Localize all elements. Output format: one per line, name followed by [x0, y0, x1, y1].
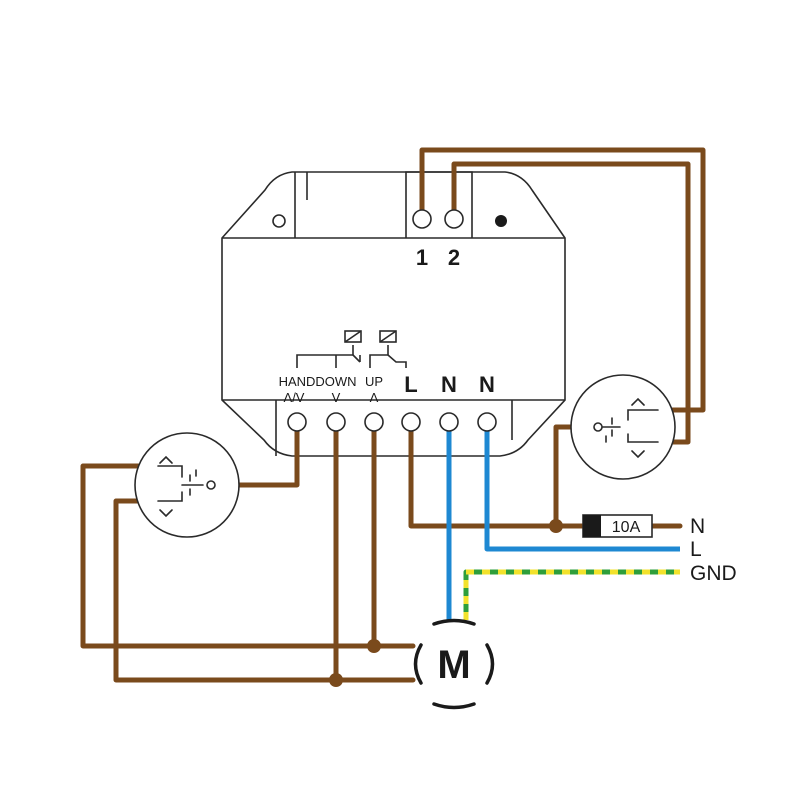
earth-wire [463, 569, 680, 620]
terminal-up-label: UP [365, 374, 383, 389]
arrow-up-icon [159, 455, 173, 464]
screw-down [326, 412, 346, 432]
screw-terminal-2 [444, 209, 464, 229]
terminal-screws [287, 209, 497, 432]
terminal-n1-label: N [441, 372, 457, 397]
terminal-n2-label: N [479, 372, 495, 397]
indicator-circle [272, 214, 286, 228]
supply-l-label: L [690, 538, 702, 561]
supply-gnd-label: GND [690, 562, 737, 585]
screw-terminal-1 [412, 209, 432, 229]
terminal-up-sub: Λ [370, 390, 379, 405]
switch-pivot [593, 422, 603, 432]
right-rocker-switch [570, 374, 676, 480]
arrow-down-icon [631, 450, 645, 459]
motor-symbol [413, 618, 495, 710]
blue-wires [446, 422, 680, 620]
top-terminal-1-label: 1 [416, 245, 428, 270]
terminal-hand-label: HAND [279, 374, 316, 389]
screw-l [401, 412, 421, 432]
arrow-down-icon [159, 509, 173, 518]
screw-hand [287, 412, 307, 432]
terminal-down-label: DOWN [315, 374, 356, 389]
left-rocker-switch [134, 432, 240, 538]
switch-pivot [206, 480, 216, 490]
supply-n-label: N [690, 515, 705, 538]
screw-n1 [439, 412, 459, 432]
junction-dot [367, 639, 381, 653]
screw-up [364, 412, 384, 432]
arrow-up-icon [631, 397, 645, 406]
top-terminal-2-label: 2 [448, 245, 460, 270]
terminal-hand-sub: Λ/V [284, 390, 305, 405]
fuse [582, 514, 653, 538]
motor-label: M [437, 643, 470, 687]
junction-dot [549, 519, 563, 533]
indicator-dot [495, 215, 507, 227]
junctions [329, 519, 563, 687]
relay-module [221, 171, 566, 457]
terminal-l-label: L [404, 372, 417, 397]
fuse-rating-label: 10A [612, 519, 641, 536]
junction-dot [329, 673, 343, 687]
screw-n2 [477, 412, 497, 432]
terminal-down-sub: V [332, 390, 341, 405]
